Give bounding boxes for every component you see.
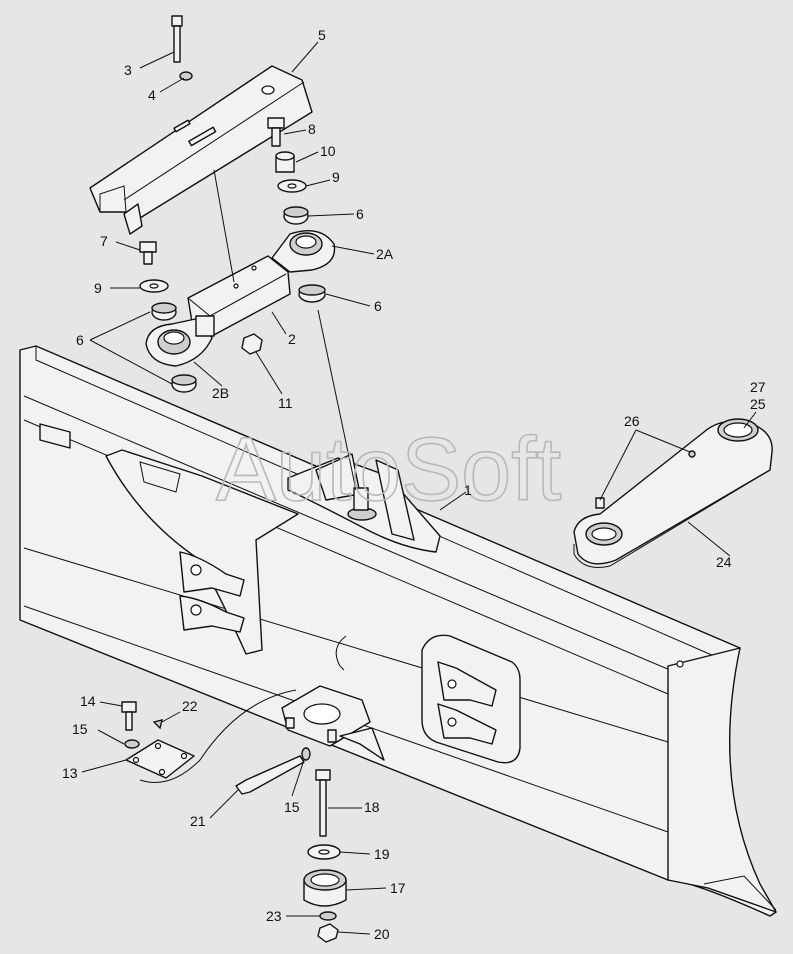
callout-24: 24 [716, 554, 732, 570]
callout-18: 18 [364, 799, 380, 815]
callout-2B: 2B [212, 385, 229, 401]
callout-6-left: 6 [76, 332, 84, 348]
watermark: AutoSoft [216, 420, 561, 520]
callout-labels: 3 4 5 8 10 9 6 2A 7 9 6 6 2 2B 11 1 24 2… [62, 27, 766, 942]
callout-27: 27 [750, 379, 766, 395]
callout-2A: 2A [376, 246, 394, 262]
callout-2: 2 [288, 331, 296, 347]
callout-23: 23 [266, 908, 282, 924]
lower-hardware [121, 685, 385, 943]
callout-7: 7 [100, 233, 108, 249]
callout-21: 21 [190, 813, 206, 829]
callout-11: 11 [278, 395, 293, 411]
callout-4: 4 [148, 87, 156, 103]
callout-19: 19 [374, 846, 390, 862]
link-part-2 [145, 230, 336, 367]
callout-8: 8 [308, 121, 316, 137]
callout-22: 22 [182, 698, 198, 714]
callout-9-top: 9 [332, 169, 340, 185]
callout-20: 20 [374, 926, 390, 942]
arm-part-24 [573, 418, 773, 568]
callout-3: 3 [124, 62, 132, 78]
blade [19, 345, 777, 917]
callout-17: 17 [390, 880, 406, 896]
callout-6-top: 6 [356, 206, 364, 222]
callout-15-right: 15 [284, 799, 300, 815]
callout-26: 26 [624, 413, 640, 429]
callout-10: 10 [320, 143, 336, 159]
callout-9-mid: 9 [94, 280, 102, 296]
callout-6-right: 6 [374, 298, 382, 314]
callout-1: 1 [464, 482, 472, 498]
square-tube-part-5 [89, 65, 313, 235]
callout-15-left: 15 [72, 721, 88, 737]
top-hardware [139, 15, 357, 491]
callout-14: 14 [80, 693, 96, 709]
callout-13: 13 [62, 765, 78, 781]
callout-25: 25 [750, 396, 766, 412]
leader-lines [81, 41, 757, 935]
callout-5: 5 [318, 27, 326, 43]
